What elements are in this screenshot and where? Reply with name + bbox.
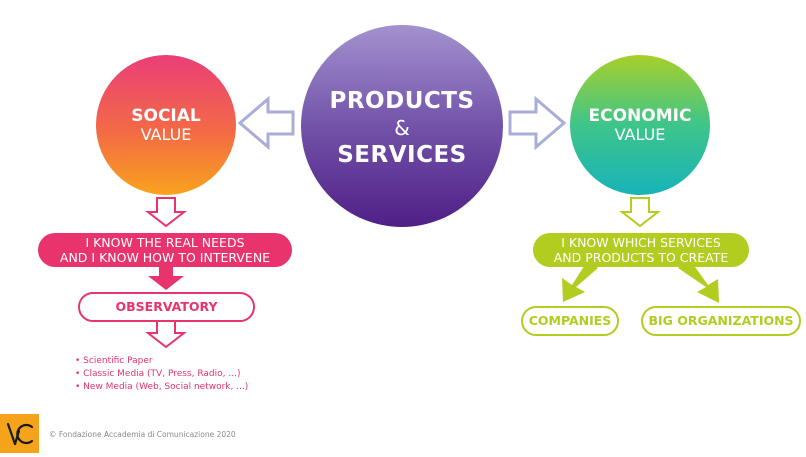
products-services-label: PRODUCTS & SERVICES xyxy=(302,88,502,168)
center-circle xyxy=(301,25,503,227)
center-amp: & xyxy=(394,116,410,140)
media-item: New Media (Web, Social network, ...) xyxy=(75,381,248,394)
social-down-arrow xyxy=(145,197,187,228)
big-organizations-pill: BIG ORGANIZATIONS xyxy=(641,306,801,336)
social-value-label: SOCIAL VALUE xyxy=(106,107,226,143)
companies-arrow xyxy=(562,260,598,302)
economic-pill-line-1: I KNOW WHICH SERVICES xyxy=(561,235,721,250)
social-pill-line-2: AND I KNOW HOW TO INTERVENE xyxy=(59,250,271,265)
media-item: Scientific Paper xyxy=(75,355,248,368)
economic-subtitle: VALUE xyxy=(614,124,666,144)
big-organizations-arrow xyxy=(678,260,719,303)
social-circle xyxy=(96,55,236,195)
observatory-down-arrow xyxy=(145,319,187,349)
social-pill-line-1: I KNOW THE REAL NEEDS xyxy=(85,235,245,250)
observatory-pill: OBSERVATORY xyxy=(78,292,255,322)
economic-circle xyxy=(570,55,710,195)
center-line-2: SERVICES xyxy=(337,142,467,168)
economic-pill-line-2: AND PRODUCTS TO CREATE xyxy=(553,250,729,265)
social-needs-pill: I KNOW THE REAL NEEDS AND I KNOW HOW TO … xyxy=(38,233,292,267)
economic-title: ECONOMIC xyxy=(588,106,692,126)
social-solid-arrow xyxy=(148,266,184,290)
center-line-1: PRODUCTS xyxy=(329,88,475,114)
economic-down-arrow xyxy=(619,197,661,228)
companies-pill: COMPANIES xyxy=(521,306,619,336)
social-title: SOCIAL xyxy=(131,106,201,126)
right-arrow xyxy=(508,95,567,151)
economic-value-label: ECONOMIC VALUE xyxy=(580,107,700,143)
academy-logo xyxy=(0,414,39,453)
media-list: Scientific Paper Classic Media (TV, Pres… xyxy=(75,355,248,394)
media-item: Classic Media (TV, Press, Radio, ...) xyxy=(75,368,248,381)
social-subtitle: VALUE xyxy=(140,124,192,144)
academy-logo-icon xyxy=(6,422,34,446)
left-arrow xyxy=(237,95,295,151)
economic-products-pill: I KNOW WHICH SERVICES AND PRODUCTS TO CR… xyxy=(533,233,749,267)
copyright-text: © Fondazione Accademia di Comunicazione … xyxy=(49,430,236,439)
